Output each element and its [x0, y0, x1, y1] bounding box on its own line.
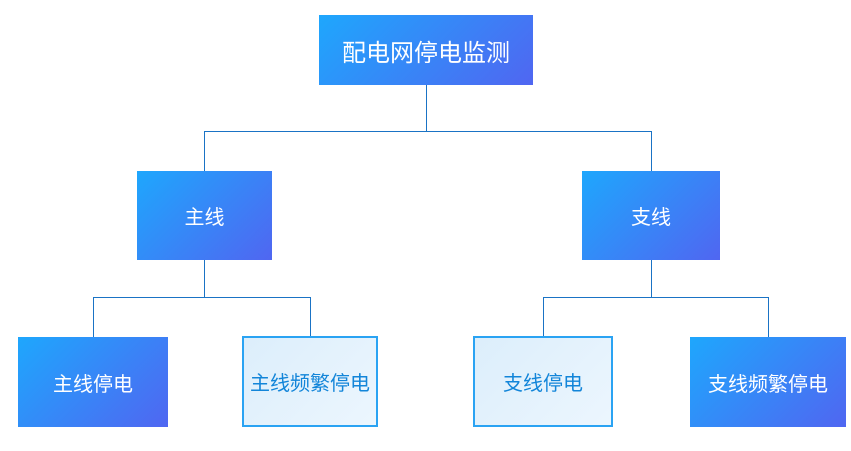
node-main-line-outage-label: 主线停电	[53, 373, 133, 396]
node-main-line-frequent-outage[interactable]: 主线频繁停电	[242, 336, 378, 427]
connector-branchline-stem	[651, 260, 652, 297]
node-main-line-outage[interactable]: 主线停电	[18, 337, 168, 427]
connector-left-group-horizontal	[93, 297, 311, 298]
connector-mainline-stem	[204, 260, 205, 297]
connector-branchline-frequent-drop	[768, 297, 769, 337]
node-main-line[interactable]: 主线	[137, 171, 272, 260]
connector-branchline-outage-drop	[543, 297, 544, 336]
connector-root-stem	[426, 85, 427, 131]
connector-right-group-horizontal	[543, 297, 769, 298]
node-root-outage-monitoring[interactable]: 配电网停电监测	[319, 15, 533, 85]
node-main-line-frequent-outage-label: 主线频繁停电	[250, 373, 370, 395]
node-branch-line-frequent-outage[interactable]: 支线频繁停电	[690, 337, 846, 427]
node-branch-line[interactable]: 支线	[582, 171, 720, 260]
connector-mainline-drop	[204, 131, 205, 171]
node-branch-line-frequent-outage-label: 支线频繁停电	[708, 373, 828, 396]
node-branch-line-outage-label: 支线停电	[503, 373, 583, 395]
node-root-label: 配电网停电监测	[342, 39, 510, 67]
connector-branchline-drop	[651, 131, 652, 171]
node-branch-line-label: 支线	[631, 207, 671, 229]
connector-level1-horizontal	[204, 131, 652, 132]
connector-mainline-frequent-drop	[310, 297, 311, 336]
node-main-line-label: 主线	[184, 207, 225, 229]
node-branch-line-outage[interactable]: 支线停电	[473, 336, 613, 427]
connector-mainline-outage-drop	[93, 297, 94, 337]
